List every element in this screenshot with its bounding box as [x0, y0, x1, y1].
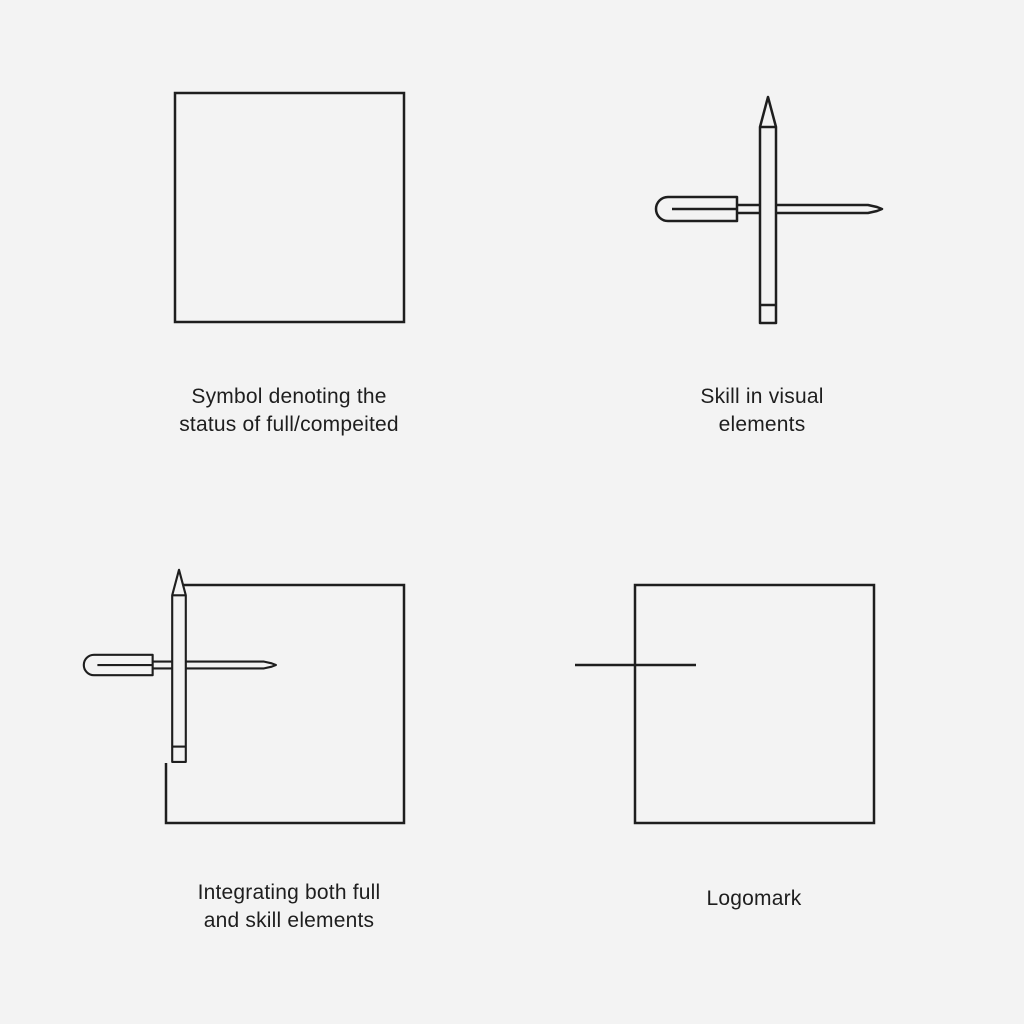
caption-line: Logomark	[706, 887, 802, 910]
skill-tools-symbol	[654, 95, 884, 325]
caption-integrated-symbol: Integrating both full and skill elements	[129, 879, 449, 935]
logomark-symbol	[575, 583, 876, 825]
caption-line: Integrating both full	[197, 881, 381, 904]
integrated-symbol	[82, 568, 406, 825]
caption-line: Skill in visual	[700, 385, 824, 408]
caption-line: and skill elements	[203, 909, 375, 932]
caption-logomark: Logomark	[594, 885, 914, 913]
caption-line: Symbol denoting the	[191, 385, 387, 408]
caption-line: elements	[718, 413, 806, 436]
full-square-symbol	[173, 91, 406, 324]
caption-full-symbol: Symbol denoting the status of full/compe…	[129, 383, 449, 439]
caption-skill-symbol: Skill in visual elements	[602, 383, 922, 439]
caption-line: status of full/compeited	[179, 413, 399, 436]
